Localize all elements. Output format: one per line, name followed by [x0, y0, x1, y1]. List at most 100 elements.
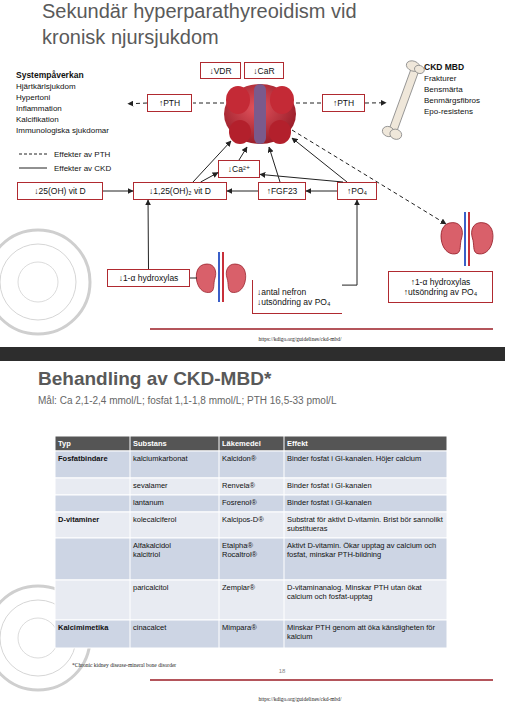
source-url: https://kdigo.org/guidelines/ckd-mbd/	[200, 696, 400, 703]
pth-effect-arrow	[292, 130, 446, 224]
group-heading: CKD MBD	[424, 62, 464, 73]
connector-arrow	[128, 103, 147, 105]
connector-arrow	[260, 174, 343, 182]
table-cell: Alfakalcidol kalcitriol	[133, 541, 191, 559]
node-text: ↓Ca²⁺	[228, 164, 250, 174]
blood-vessel	[218, 252, 220, 302]
node-text: ↓1,25(OH)₂ vit D	[149, 186, 211, 196]
node-text: Hypertoni	[16, 92, 50, 103]
trachea	[254, 84, 266, 144]
kidney-illustration	[196, 264, 215, 293]
node-text: Kalcifikation	[16, 114, 59, 125]
node-text: Frakturer	[424, 73, 456, 84]
node-text: ↑PTH	[159, 98, 180, 108]
node-text: ↑PTH	[333, 98, 354, 108]
pth-effect-line	[193, 103, 224, 104]
blood-vessel	[464, 212, 466, 266]
node-text: Benmärgsfibros	[424, 95, 480, 106]
text-group: CKD MBDFrakturerBensmärtaBenmärgsfibrosE…	[386, 62, 500, 130]
connector-arrow	[103, 191, 133, 192]
slide-rule	[150, 679, 493, 681]
table-cell: Etalpha® Rocaltrol®	[222, 541, 267, 559]
source-url: https://kdigo.org/guidelines/ckd-mbd/	[200, 336, 400, 343]
process-box: ↓25(OH) vit D	[17, 182, 103, 200]
connector-arrow	[306, 191, 337, 192]
table-cell: D-vitaminer	[58, 515, 127, 524]
parathyroid-gland	[226, 86, 250, 114]
table-cell: kolecalciferol	[133, 515, 216, 524]
leader-line	[190, 278, 197, 279]
table-cell: Renvela®	[222, 481, 282, 490]
table-header-cell: Läkemedel	[222, 439, 282, 448]
subtitle: Mål: Ca 2,1-2,4 mmol/L; fosfat 1,1-1,8 m…	[38, 395, 478, 407]
table-rule	[219, 436, 220, 648]
effect-arrow	[292, 138, 347, 182]
slide-title: Behandling av CKD-MBD*	[38, 368, 458, 390]
slide-separator	[0, 347, 505, 361]
table-cell: Kalcidon®	[222, 454, 282, 463]
process-box: ↓VDR	[200, 62, 241, 79]
table-cell: Kalcimimetika	[58, 623, 127, 632]
effect-arrow	[269, 147, 280, 182]
process-box: ↓1,25(OH)₂ vit D	[133, 182, 227, 200]
process-box: ↑FGF23	[258, 182, 306, 200]
node-text: Bensmärta	[424, 84, 463, 95]
table-row	[55, 620, 447, 648]
seal-watermark	[18, 618, 58, 658]
bone-condyle	[388, 128, 403, 142]
table-cell: Mimpara®	[222, 623, 282, 632]
legend-text: Effekter av PTH	[54, 150, 110, 159]
legend-line	[19, 154, 47, 155]
blood-vessel	[468, 212, 470, 266]
legend-item: Effekter av CKD	[18, 161, 111, 175]
process-box: ↑PTH	[147, 94, 192, 112]
process-box: ↓1-α hydroxylas	[107, 269, 190, 287]
table-cell: sevalamer	[133, 481, 216, 490]
node-text: ↓CaR	[253, 66, 274, 76]
table-rule	[130, 436, 131, 648]
table-cell: Fosrenol®	[222, 498, 282, 507]
node-text: ↑1-α hydroxylas	[411, 277, 471, 287]
table-cell: Fosfatbindare	[58, 454, 127, 463]
table-cell: lantanum	[133, 498, 216, 507]
table-row	[55, 538, 447, 580]
node-text: Immunologiska sjukdomar	[16, 125, 109, 136]
kidney-illustration	[226, 264, 245, 293]
kidney-illustration	[472, 223, 493, 254]
slide-panel	[0, 0, 505, 347]
process-box: ↑PO₄	[337, 182, 377, 200]
bracket-box: ↓antal nefron↓utsöndring av PO₄	[252, 280, 342, 314]
group-heading: Systempåverkan	[16, 70, 84, 81]
seal-watermark	[18, 262, 58, 302]
node-text: Inflammation	[16, 103, 62, 114]
process-box: ↑PTH	[322, 94, 365, 112]
blood-vessel	[222, 252, 224, 302]
process-box: ↓CaR	[244, 62, 284, 79]
legend-text: Effekter av CKD	[54, 164, 111, 173]
node-text: ↑FGF23	[267, 186, 298, 196]
table-cell: cinacalcet	[133, 623, 216, 632]
table-row	[55, 495, 447, 512]
pth-effect-line	[296, 103, 322, 104]
table-cell: Binder fosfat i GI-kanalen	[287, 498, 444, 507]
table-cell: paricalcitol	[133, 583, 216, 592]
parathyroid-gland	[270, 86, 294, 114]
slide-panel	[0, 361, 505, 705]
table-header-row	[55, 436, 447, 451]
table-cell: D-vitaminanalog. Minskar PTH utan ökat c…	[287, 583, 444, 601]
parathyroid-gland	[269, 120, 291, 144]
table-cell: Minskar PTH genom att öka känsligheten f…	[287, 623, 444, 641]
table-cell: Kalcipos-D®	[222, 515, 282, 524]
connector-arrow	[365, 102, 386, 103]
slide-title: Sekundär hyperparathyreoidism vid kronis…	[42, 0, 392, 50]
node-text: Epo-resistens	[424, 106, 473, 117]
table-cell: Binder fosfat i GI-kanalen. Höjer calciu…	[287, 454, 444, 463]
bone-shaft	[389, 68, 419, 133]
kidney-illustration	[441, 223, 462, 254]
node-text: ↓VDR	[209, 66, 231, 76]
page-number: 18	[270, 667, 294, 675]
table-cell: kalciumkarbonat	[133, 454, 216, 463]
